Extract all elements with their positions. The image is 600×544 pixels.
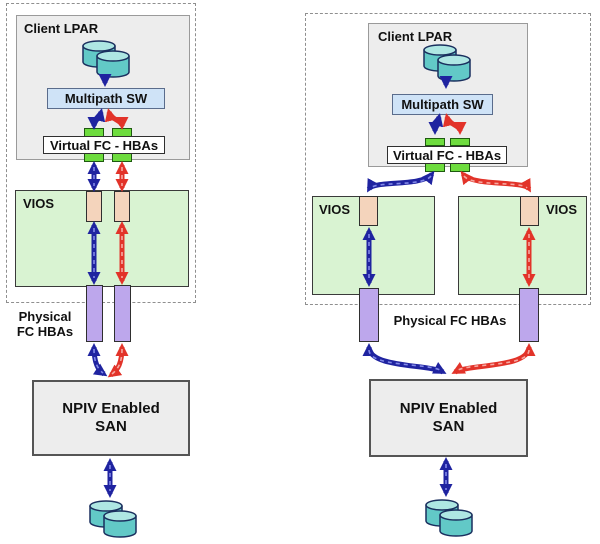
right-physical-fc-hbas-label: Physical FC HBAs — [393, 313, 507, 328]
left-vios-fc-adapter-2 — [114, 191, 130, 222]
right-vios-left-fc-adapter — [359, 196, 378, 226]
left-virtual-fc-port-bottom-2 — [112, 153, 132, 162]
left-vios-label: VIOS — [23, 196, 55, 211]
right-virtual-fc-port-top-2 — [450, 138, 470, 146]
left-hba-to-san-red-arrow — [107, 342, 129, 378]
right-virtual-fc-port-top-1 — [425, 138, 445, 146]
right-hba2-to-san-red-arrow — [451, 343, 536, 375]
right-vios-right-fc-adapter — [520, 196, 539, 226]
right-vios-right-label: VIOS — [546, 202, 578, 217]
left-physical-fc-hbas-label: Physical FC HBAs — [16, 309, 74, 339]
left-physical-fc-hba-1 — [86, 285, 103, 342]
left-vios-box — [15, 190, 189, 287]
left-client-lpar-label: Client LPAR — [24, 21, 99, 36]
right-physical-fc-hba-1 — [359, 288, 379, 342]
left-npiv-san-box: NPIV Enabled SAN — [32, 380, 190, 456]
right-multipath-sw-box: Multipath SW — [392, 94, 493, 115]
left-san-disk-stack-icon — [90, 501, 136, 537]
right-hba1-to-san-blue-arrow — [362, 343, 447, 375]
right-virtual-fc-hbas-box: Virtual FC - HBAs — [387, 146, 507, 164]
left-hba-to-san-blue-stitch — [93, 348, 104, 374]
right-system-dashed-boundary — [305, 13, 591, 305]
right-virtual-fc-port-bottom-2 — [450, 163, 470, 172]
left-npiv-san-label-line1: NPIV Enabled — [62, 400, 160, 417]
left-npiv-san-label-line2: SAN — [95, 418, 127, 435]
left-multipath-sw-label: Multipath SW — [64, 91, 148, 106]
right-hba2-to-san-red-stitch — [457, 349, 530, 371]
right-npiv-san-box: NPIV Enabled SAN — [369, 379, 528, 457]
left-virtual-fc-port-bottom-1 — [84, 153, 104, 162]
right-physical-fc-hba-2 — [519, 288, 539, 342]
right-virtual-fc-hbas-label: Virtual FC - HBAs — [392, 147, 502, 163]
right-multipath-sw-label: Multipath SW — [401, 97, 484, 112]
left-virtual-fc-hbas-label: Virtual FC - HBAs — [49, 137, 159, 153]
left-multipath-sw-box: Multipath SW — [47, 88, 165, 109]
left-virtual-fc-hbas-box: Virtual FC - HBAs — [43, 136, 165, 154]
left-hba-to-san-blue-arrow — [87, 342, 108, 377]
right-san-disk-stack-icon — [426, 500, 472, 536]
right-hba1-to-san-blue-stitch — [368, 349, 441, 371]
right-npiv-san-label-line1: NPIV Enabled — [399, 400, 498, 417]
left-vios-fc-adapter-1 — [86, 191, 102, 222]
right-npiv-san-label-line2: SAN — [432, 418, 465, 435]
left-hba-to-san-red-stitch — [111, 348, 123, 375]
right-client-lpar-label: Client LPAR — [378, 29, 453, 44]
right-virtual-fc-port-bottom-1 — [425, 163, 445, 172]
right-vios-left-label: VIOS — [319, 202, 351, 217]
left-physical-fc-hba-2 — [114, 285, 131, 342]
